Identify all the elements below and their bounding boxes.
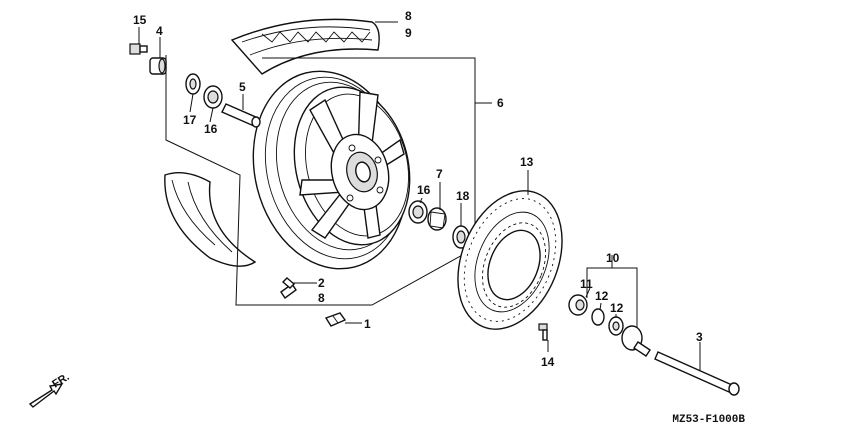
balance-weight-1 xyxy=(324,312,347,327)
callout-12-b: 12 xyxy=(610,301,624,315)
callout-16-lower: 16 xyxy=(417,183,431,197)
callout-17: 17 xyxy=(183,113,197,127)
callout-7: 7 xyxy=(436,167,443,181)
callout-6: 6 xyxy=(497,96,504,110)
callout-2: 2 xyxy=(318,276,325,290)
callout-10: 10 xyxy=(606,251,620,265)
callout-1: 1 xyxy=(364,317,371,331)
speedometer-gearbox-10 xyxy=(621,325,651,357)
callout-5: 5 xyxy=(239,80,246,94)
leader-lines xyxy=(138,21,701,370)
callout-18: 18 xyxy=(456,189,470,203)
seal-12-a xyxy=(591,308,605,326)
callout-8-lower: 8 xyxy=(318,291,325,305)
callout-14: 14 xyxy=(541,355,555,369)
tire-upper xyxy=(230,18,380,75)
axle-3 xyxy=(654,351,740,396)
callout-15: 15 xyxy=(133,13,147,27)
callout-13: 13 xyxy=(520,155,534,169)
bearing-16-upper xyxy=(203,85,223,109)
assembly-bracket-6 xyxy=(165,55,476,306)
callout-11: 11 xyxy=(580,277,593,291)
callout-8-upper: 8 xyxy=(405,9,412,23)
collar-11 xyxy=(568,294,588,316)
diagram-code: MZ53-F1000B xyxy=(672,414,745,426)
collar-4 xyxy=(149,57,167,75)
callout-9: 9 xyxy=(405,26,412,40)
seal-12-b xyxy=(608,316,624,336)
seal-17 xyxy=(185,73,201,95)
retainer-7 xyxy=(427,207,447,231)
callout-4: 4 xyxy=(156,24,163,38)
valve-2 xyxy=(280,277,297,299)
callout-12-a: 12 xyxy=(595,289,609,303)
bolt-15 xyxy=(129,43,148,55)
bolt-14 xyxy=(538,323,548,341)
bearing-16-lower xyxy=(408,200,428,224)
callout-3: 3 xyxy=(696,330,703,344)
tire-lower xyxy=(164,172,257,267)
wheel-rim xyxy=(252,70,411,270)
callout-16-upper: 16 xyxy=(204,122,218,136)
front-direction-arrow: FR. xyxy=(28,371,72,408)
distance-collar-5 xyxy=(221,103,261,128)
brake-disc-13 xyxy=(457,190,563,330)
